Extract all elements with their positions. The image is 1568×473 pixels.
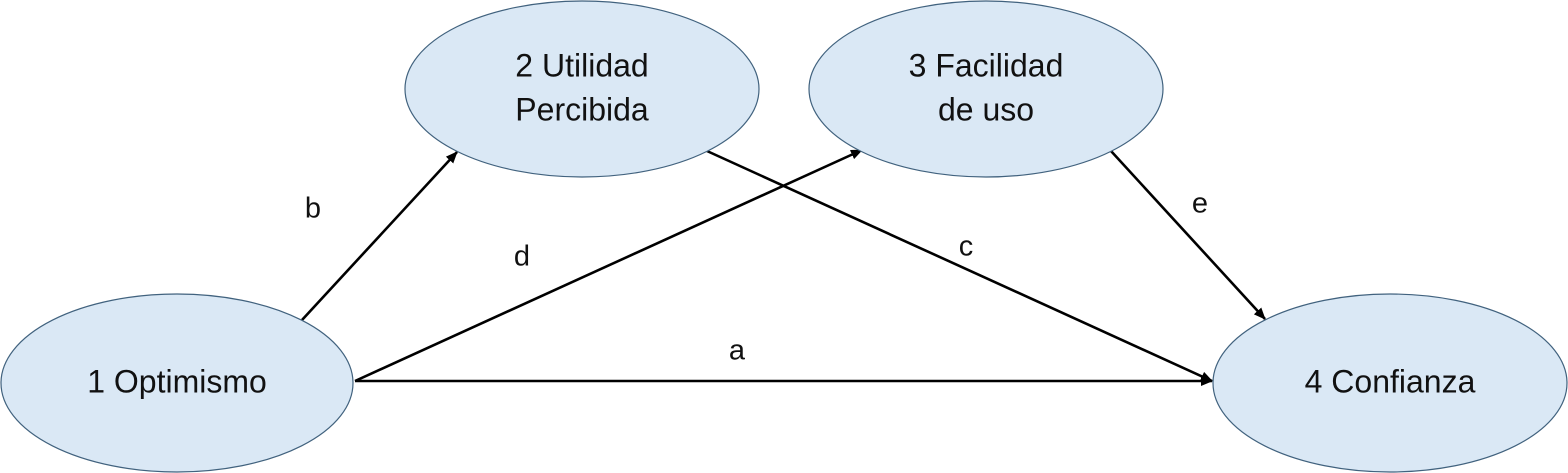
node-optimismo-ellipse bbox=[0, 293, 354, 473]
node-facilidad-de-uso-label-line1: 3 Facilidad bbox=[909, 47, 1064, 83]
node-optimismo-label: 1 Optimismo bbox=[87, 363, 267, 399]
node-facilidad-de-uso-label-line2: de uso bbox=[938, 91, 1034, 127]
edge-label-e: e bbox=[1192, 188, 1208, 220]
node-utilidad-percibida-ellipse bbox=[404, 0, 760, 178]
edge-e-arrow bbox=[1110, 150, 1266, 320]
node-utilidad-percibida-label-line2: Percibida bbox=[515, 91, 649, 127]
node-utilidad-percibida: 2 Utilidad Percibida bbox=[404, 0, 760, 178]
node-confianza-ellipse bbox=[1212, 293, 1568, 473]
edge-c-arrow bbox=[706, 149, 1213, 383]
node-facilidad-de-uso-ellipse bbox=[808, 0, 1164, 178]
node-facilidad-de-uso: 3 Facilidad de uso bbox=[808, 0, 1164, 178]
edge-d-arrow bbox=[354, 148, 863, 383]
edge-label-b: b bbox=[305, 193, 321, 225]
edge-b-arrow bbox=[301, 151, 458, 321]
node-optimismo: 1 Optimismo bbox=[0, 293, 354, 473]
node-confianza: 4 Confianza bbox=[1212, 293, 1568, 473]
node-confianza-label: 4 Confianza bbox=[1305, 363, 1476, 399]
edges bbox=[301, 148, 1266, 386]
edge-label-d: d bbox=[514, 241, 530, 273]
edge-label-c: c bbox=[959, 231, 974, 263]
edge-label-a: a bbox=[729, 335, 746, 367]
edge-labels: a b c d e bbox=[305, 188, 1208, 367]
node-utilidad-percibida-label-line1: 2 Utilidad bbox=[515, 47, 648, 83]
